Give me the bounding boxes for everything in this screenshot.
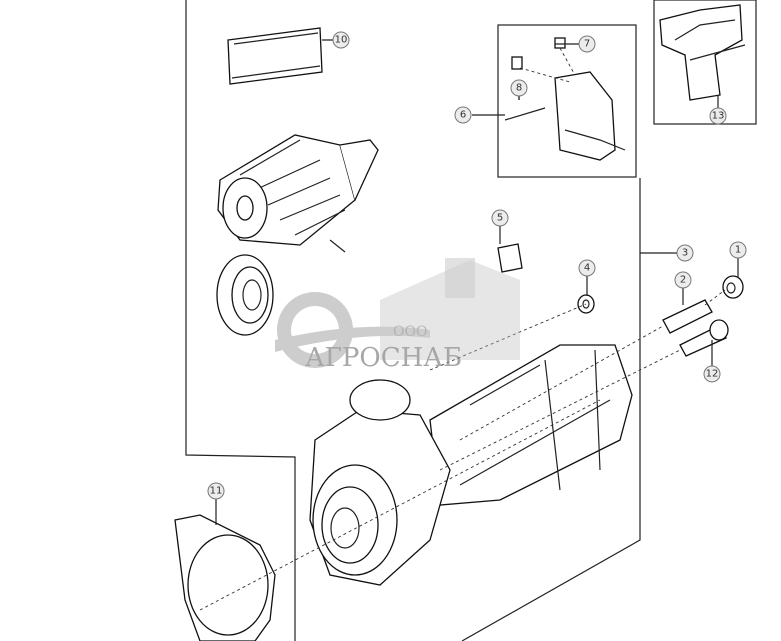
assembly-frame-right bbox=[461, 178, 641, 641]
svg-text:7: 7 bbox=[584, 39, 590, 50]
svg-text:6: 6 bbox=[460, 110, 466, 121]
svg-text:2: 2 bbox=[680, 275, 686, 286]
svg-text:3: 3 bbox=[682, 248, 688, 259]
watermark-prefix: ООО bbox=[393, 324, 427, 340]
cover-kit-frame bbox=[653, 0, 757, 125]
callout-12: 12 bbox=[703, 365, 721, 383]
svg-text:4: 4 bbox=[584, 263, 590, 274]
assembly-frame bbox=[185, 0, 296, 641]
leader-lines bbox=[215, 39, 739, 525]
svg-text:11: 11 bbox=[210, 486, 223, 497]
label-part bbox=[227, 27, 323, 85]
solenoid-motor-part bbox=[216, 134, 379, 336]
svg-text:10: 10 bbox=[335, 35, 348, 46]
svg-text:5: 5 bbox=[497, 213, 503, 224]
callout-3: 3 bbox=[676, 244, 694, 262]
callout-6: 6 bbox=[454, 106, 472, 124]
svg-text:8: 8 bbox=[516, 83, 522, 94]
svg-text:13: 13 bbox=[712, 111, 725, 122]
watermark-logo: ООО АГРОСНАБ bbox=[275, 258, 520, 373]
cover-part bbox=[659, 4, 743, 101]
solenoid-kit-parts bbox=[504, 37, 626, 161]
callout-2: 2 bbox=[674, 271, 692, 289]
svg-text:12: 12 bbox=[706, 369, 719, 380]
callout-11: 11 bbox=[207, 482, 225, 500]
callout-1: 1 bbox=[729, 241, 747, 259]
callout-13: 13 bbox=[709, 107, 727, 125]
hardware-parts bbox=[199, 275, 744, 611]
solenoid-kit-frame bbox=[497, 24, 637, 178]
callout-7: 7 bbox=[578, 35, 596, 53]
callout-8: 8 bbox=[510, 79, 528, 97]
watermark-name: АГРОСНАБ bbox=[305, 343, 462, 373]
callout-5: 5 bbox=[491, 209, 509, 227]
callout-4: 4 bbox=[578, 259, 596, 277]
label-detail bbox=[231, 32, 321, 79]
callout-10: 10 bbox=[332, 31, 350, 49]
plunger-part bbox=[497, 243, 523, 273]
starter-motor bbox=[309, 344, 633, 586]
svg-text:1: 1 bbox=[735, 245, 741, 256]
cover-detail bbox=[674, 19, 746, 61]
